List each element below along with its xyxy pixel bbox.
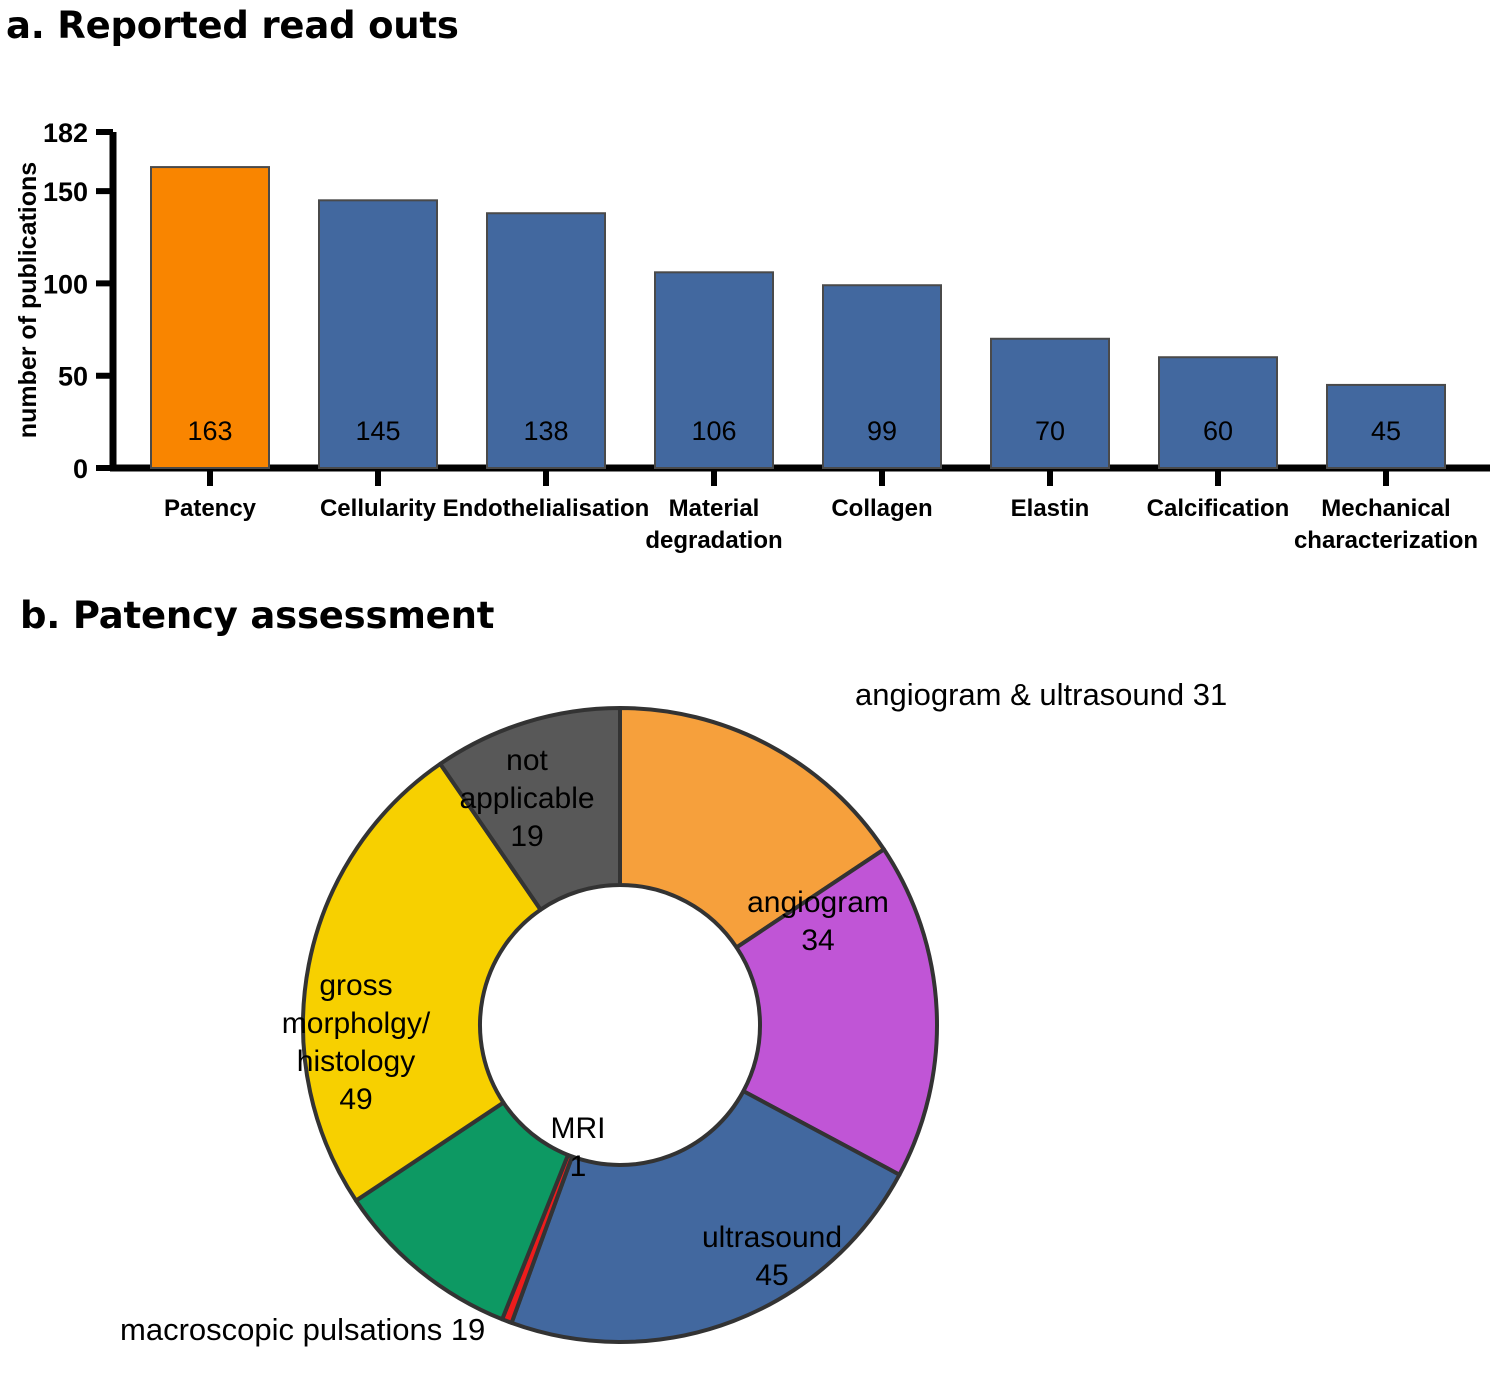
donut-slice-label-line: histology — [297, 1045, 415, 1078]
donut-slice-label-line: 34 — [801, 924, 834, 957]
bar — [486, 212, 606, 469]
bar-value-label: 138 — [523, 416, 568, 446]
donut-slice — [509, 1089, 902, 1344]
donut-slice — [618, 706, 886, 950]
bar — [318, 199, 438, 470]
donut-slice — [301, 761, 543, 1203]
donut-slice-label-line: 19 — [510, 820, 543, 853]
panel-a-title: a. Reported read outs — [6, 4, 459, 47]
bar — [1158, 356, 1278, 470]
y-axis-tick-label: 100 — [43, 269, 88, 299]
panel-b-title: b. Patency assessment — [20, 594, 495, 637]
donut-slice-label-line: morpholgy/ — [282, 1007, 431, 1040]
donut-slice-label-line: not — [506, 744, 548, 777]
donut-slice — [734, 847, 939, 1177]
x-axis-category-label: Collagen — [831, 495, 932, 522]
y-axis-title: number of publications — [14, 162, 42, 438]
x-axis-category-label: Calcification — [1147, 495, 1290, 522]
bar-value-label: 145 — [355, 416, 400, 446]
donut-slice-label: angiogram & ultrasound 31 — [855, 677, 1227, 712]
x-axis-category-label: degradation — [645, 527, 782, 554]
y-axis-tick-label: 0 — [73, 454, 88, 484]
y-axis-tick-label: 50 — [58, 362, 88, 392]
donut-slice-label-line: applicable — [459, 782, 594, 815]
donut-slice-label: angiogram 34 — [747, 886, 889, 957]
bar-value-label: 163 — [187, 416, 232, 446]
x-axis-category-label: Cellularity — [320, 495, 437, 522]
donut-slice-label: ultrasound 45 — [702, 1221, 842, 1292]
bar — [1326, 383, 1446, 469]
bar-value-label: 45 — [1371, 416, 1401, 446]
bar-value-label: 60 — [1203, 416, 1233, 446]
x-axis-category-label: Mechanical — [1321, 495, 1450, 522]
donut-slice-label: MRI 1 — [551, 1112, 606, 1183]
donut-slice-label-line: MRI — [551, 1112, 606, 1145]
donut-slice-label-line: angiogram & ultrasound 31 — [855, 677, 1227, 712]
donut-slice-label-line: 49 — [339, 1083, 372, 1116]
bar — [822, 284, 942, 469]
x-axis-category-label: Endothelialisation — [443, 495, 650, 522]
bar — [150, 166, 270, 469]
donut-slice-label-line: 1 — [570, 1150, 587, 1183]
x-axis-category-label: characterization — [1294, 527, 1478, 554]
bar-value-label: 106 — [691, 416, 736, 446]
donut-slice-label-line: macroscopic pulsations 19 — [120, 1312, 485, 1347]
y-axis-tick-label: 182 — [43, 118, 88, 148]
bar-value-label: 70 — [1035, 416, 1065, 446]
bar — [654, 271, 774, 469]
bar-value-label: 99 — [867, 416, 897, 446]
x-axis-category-label: Material — [669, 495, 760, 522]
donut-slice-label-line: angiogram — [747, 886, 889, 919]
donut-slice-label-line: 45 — [755, 1259, 788, 1292]
y-axis-tick-label: 150 — [43, 177, 88, 207]
x-axis-category-label: Patency — [164, 495, 257, 522]
donut-chart-panel: angiogram & ultrasound 31 angiogram 34 ultr… — [0, 650, 1498, 1392]
donut-slice-label-line: ultrasound — [702, 1221, 842, 1254]
bar — [990, 337, 1110, 469]
donut-slice-label-line: gross — [319, 969, 392, 1002]
donut-slice-label: not applicable 19 — [459, 744, 594, 853]
x-axis-category-label: Elastin — [1011, 495, 1090, 522]
donut-chart-svg: angiogram & ultrasound 31 angiogram 34 ultr… — [120, 677, 1227, 1347]
donut-slice-label: gross morpholgy/histology 49 — [282, 969, 431, 1116]
donut-slice-label: macroscopic pulsations 19 — [120, 1312, 485, 1347]
donut-slice — [438, 706, 622, 912]
